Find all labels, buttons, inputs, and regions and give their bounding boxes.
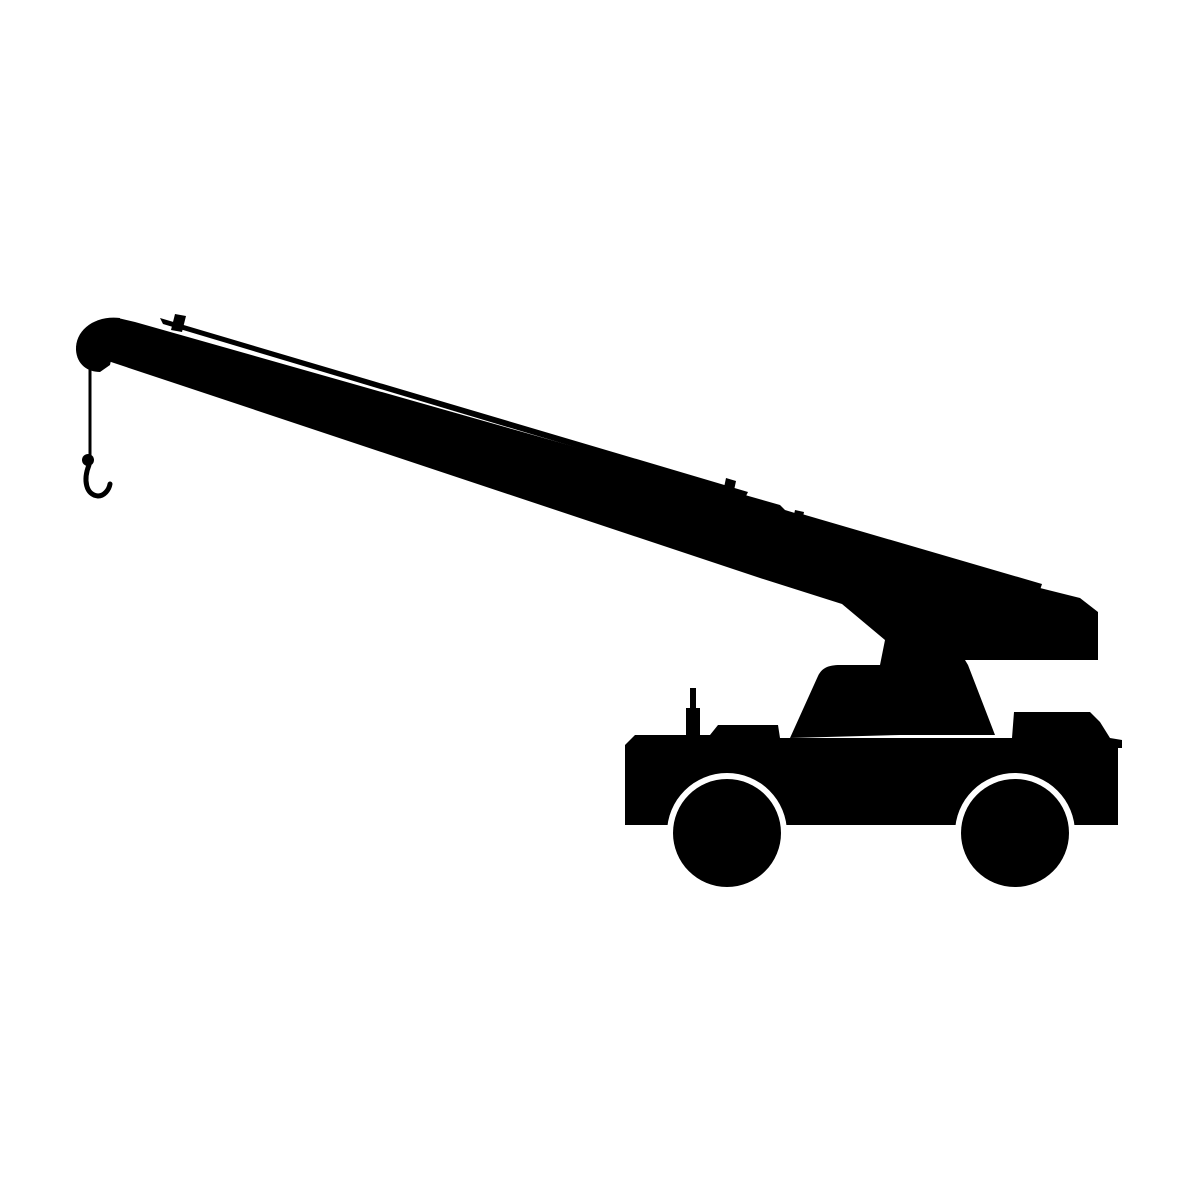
boom-upper-rail-end-left <box>171 314 186 332</box>
crane-boom <box>75 314 1098 665</box>
boom-body <box>105 318 1098 665</box>
exhaust-stack <box>686 708 700 738</box>
boom-upper-rail-end-right <box>722 478 736 500</box>
hook-block <box>82 454 94 466</box>
hook-icon <box>83 462 113 499</box>
boom-head <box>75 317 120 372</box>
boom-upper-rail <box>160 318 748 498</box>
boom-lower-rail-end <box>792 510 804 526</box>
boom-lower-rail <box>795 512 1042 590</box>
exhaust-pipe <box>690 688 696 712</box>
front-wheel-icon <box>673 779 781 887</box>
crane-hook-assembly <box>82 362 113 499</box>
rear-wheel-icon <box>961 779 1069 887</box>
truck-cab <box>790 665 910 738</box>
wheels <box>673 779 1069 887</box>
